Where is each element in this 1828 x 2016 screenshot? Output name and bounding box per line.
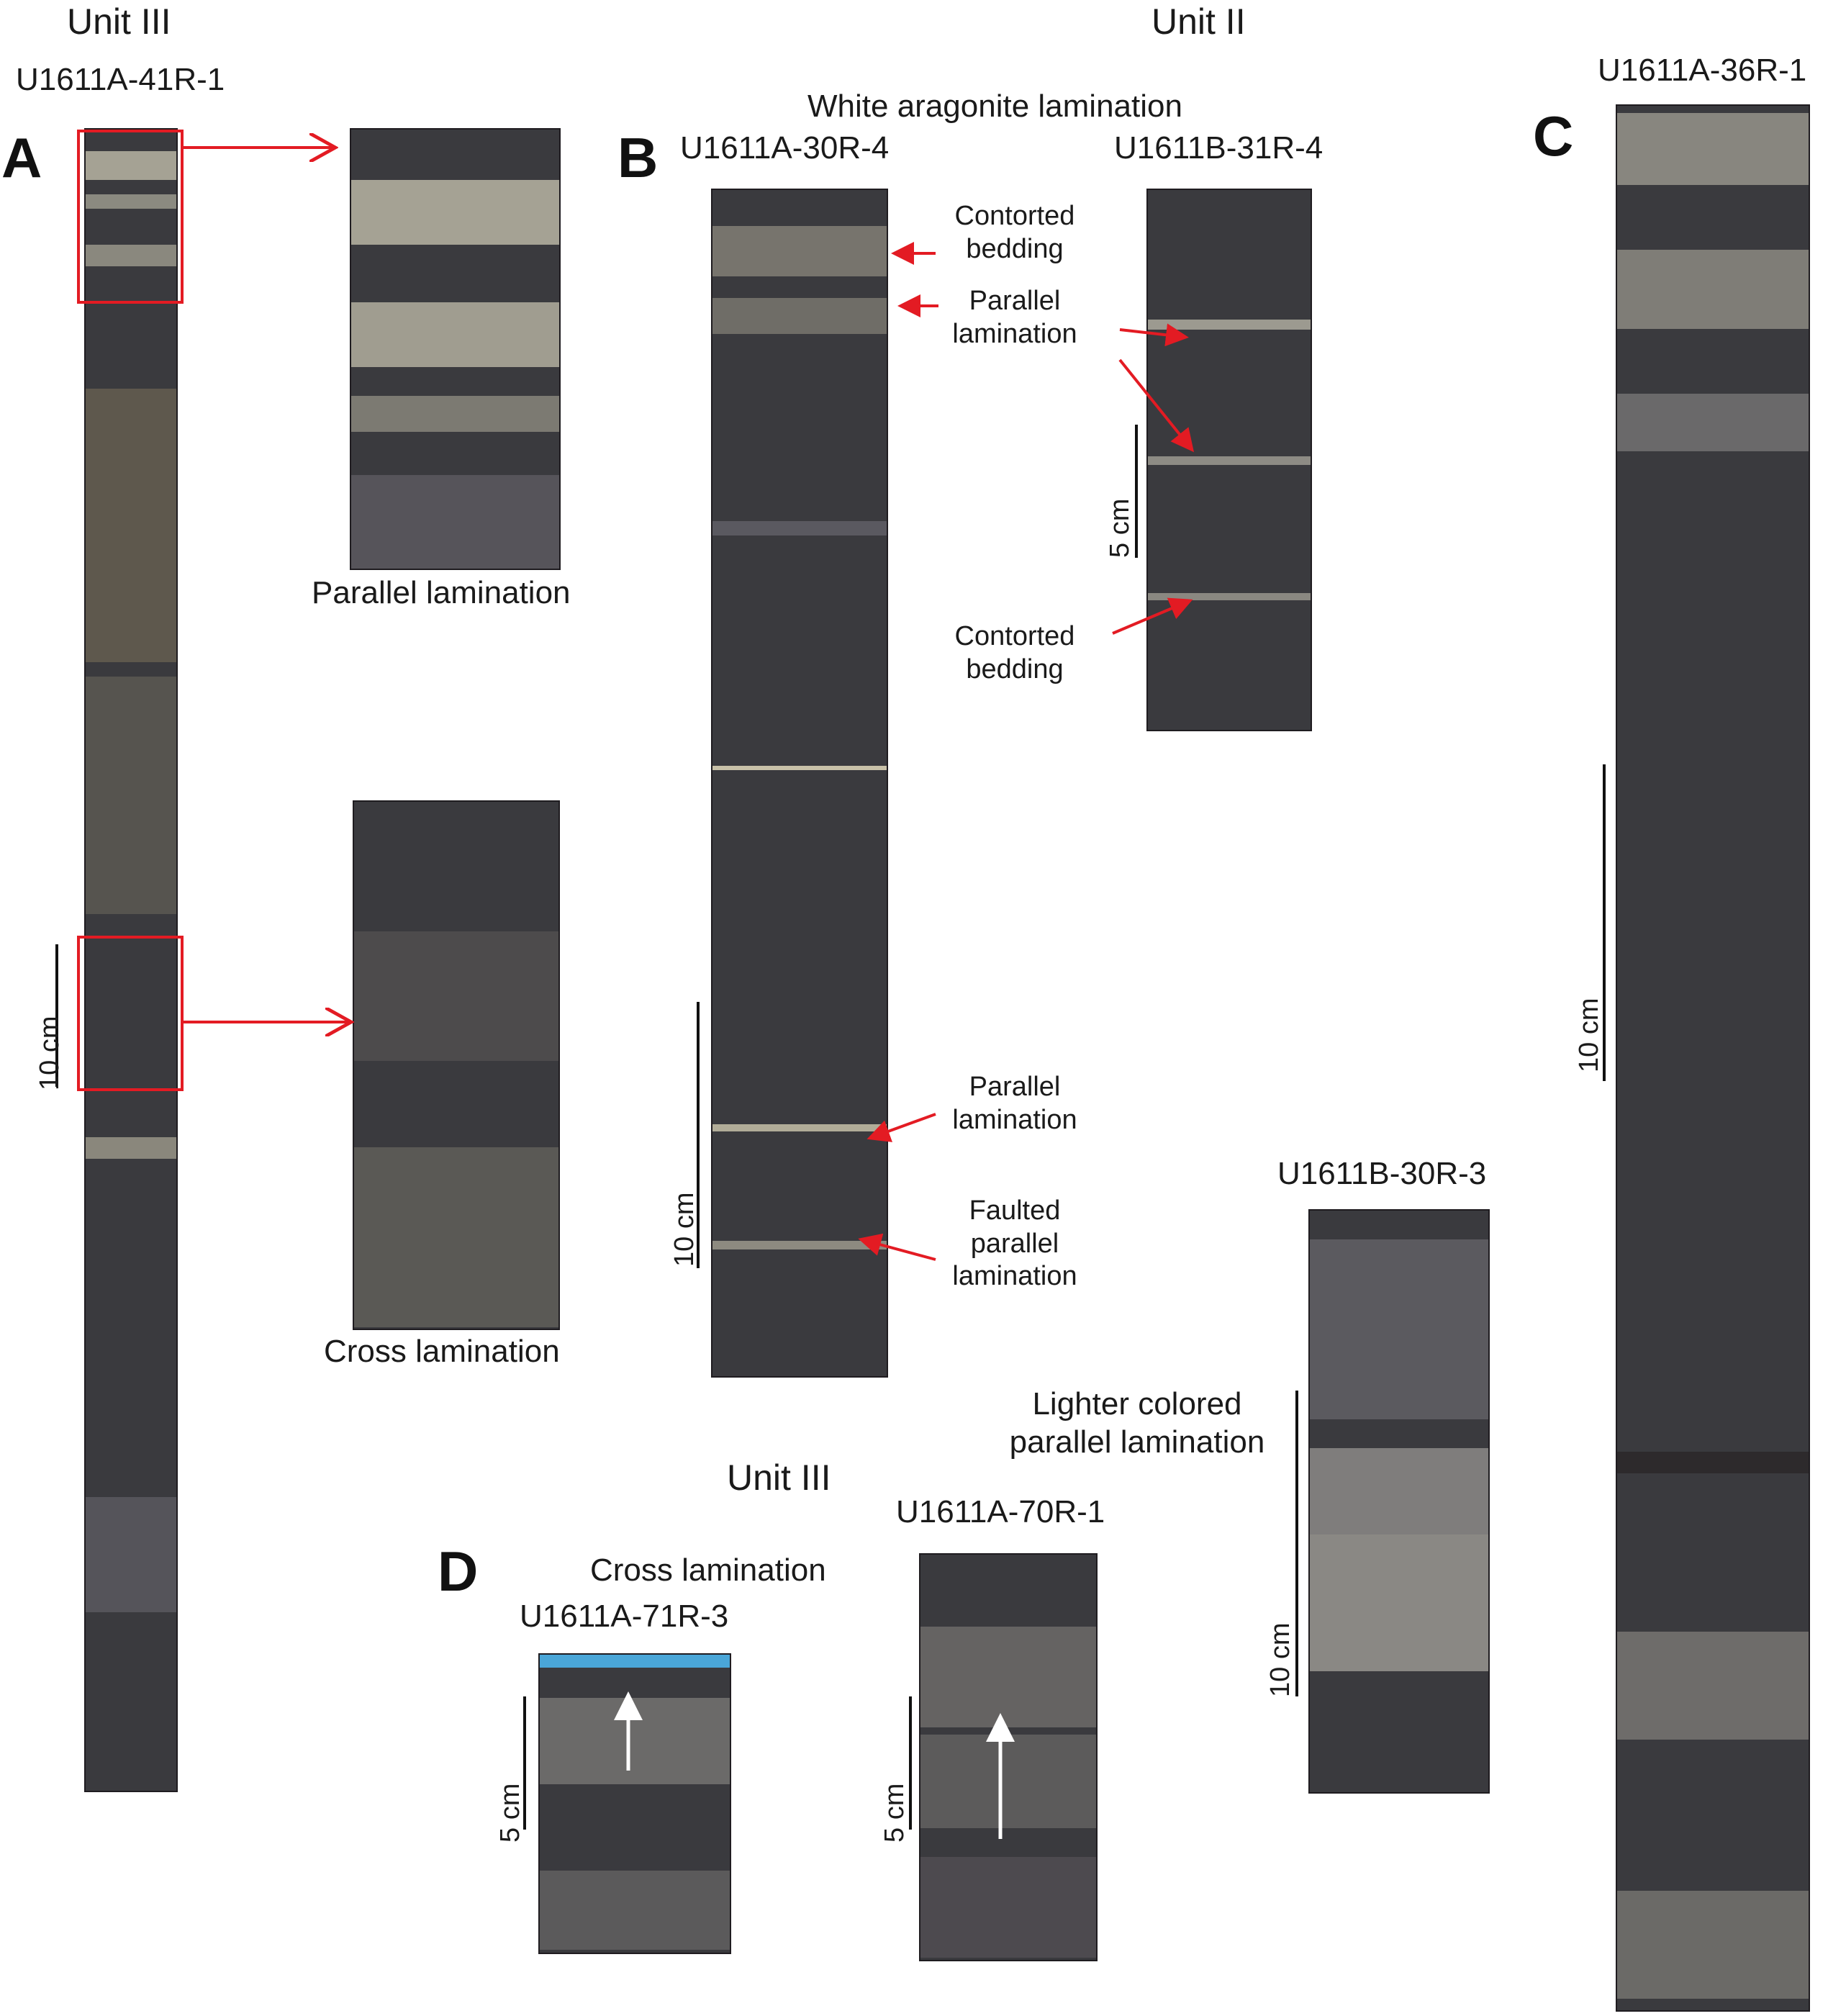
scale-bar-b-right: [1135, 425, 1138, 558]
annotation-contorted-bedding-2: Contorted bedding: [954, 621, 1075, 684]
unit-iii-header-left: Unit III: [67, 1, 171, 42]
core-photo-zoom-parallel-lamination: [350, 128, 561, 570]
arrow-faulted-parallel-lamination: [858, 1233, 936, 1261]
core-photo-u1611a-36r-1: [1616, 104, 1810, 2012]
section-label-u1611a-41r-1: U1611A-41R-1: [16, 62, 225, 97]
scale-bar-a: [55, 944, 58, 1087]
zoom-region-box-top: [77, 130, 184, 304]
arrow-parallel-lamination-1b: [1119, 323, 1189, 347]
section-label-u1611a-71r-3: U1611A-71R-3: [520, 1599, 729, 1634]
section-label-u1611a-36r-1: U1611A-36R-1: [1598, 53, 1807, 88]
arrow-parallel-lamination-1c: [1118, 358, 1195, 453]
core-photo-u1611b-30r-3: [1308, 1209, 1490, 1794]
zoom-region-box-bottom: [77, 936, 184, 1091]
annotation-white-aragonite-lamination: White aragonite lamination: [807, 89, 1182, 124]
core-photo-u1611a-41r-1: [84, 128, 178, 1792]
arrow-parallel-lamination-2: [867, 1113, 936, 1142]
core-photo-zoom-cross-lamination: [353, 800, 560, 1330]
core-photo-u1611a-70r-1: [919, 1553, 1098, 1961]
unit-iii-header-bottom: Unit III: [727, 1457, 831, 1498]
scale-bar-c-second: [1295, 1391, 1298, 1696]
unit-ii-header: Unit II: [1151, 1, 1246, 42]
panel-label-a: A: [1, 126, 42, 189]
core-photo-u1611a-71r-3: [538, 1653, 731, 1954]
arrow-contorted-bedding-2: [1112, 597, 1193, 635]
annotation-contorted-bedding-1: Contorted bedding: [954, 201, 1075, 264]
annotation-parallel-lamination-1: Parallel lamination: [952, 286, 1077, 349]
annotation-faulted-parallel-lamination: Faulted parallel lamination: [952, 1195, 1077, 1292]
core-photo-u1611a-30r-4: [711, 189, 888, 1378]
scale-bar-c: [1603, 764, 1606, 1081]
section-label-u1611a-70r-1: U1611A-70R-1: [896, 1494, 1105, 1529]
annotation-cross-lamination-d: Cross lamination: [590, 1552, 826, 1588]
scale-bar-b-left: [697, 1002, 700, 1268]
annotation-lighter-colored-parallel-lamination: Lighter colored parallel lamination: [1009, 1386, 1265, 1460]
scale-bar-d-right: [909, 1696, 912, 1830]
panel-label-b: B: [617, 126, 659, 189]
section-label-u1611b-31r-4: U1611B-31R-4: [1114, 130, 1324, 166]
scale-bar-d-left: [523, 1696, 526, 1830]
panel-label-d: D: [438, 1540, 479, 1603]
section-label-u1611b-30r-3: U1611B-30R-3: [1277, 1156, 1487, 1191]
panel-label-c: C: [1533, 104, 1574, 168]
core-photo-u1611b-31r-4: [1146, 189, 1312, 731]
annotation-parallel-lamination-a: Parallel lamination: [312, 575, 571, 610]
annotation-cross-lamination-a: Cross lamination: [324, 1334, 560, 1369]
section-label-u1611a-30r-4: U1611A-30R-4: [680, 130, 890, 166]
annotation-parallel-lamination-2: Parallel lamination: [952, 1072, 1077, 1135]
